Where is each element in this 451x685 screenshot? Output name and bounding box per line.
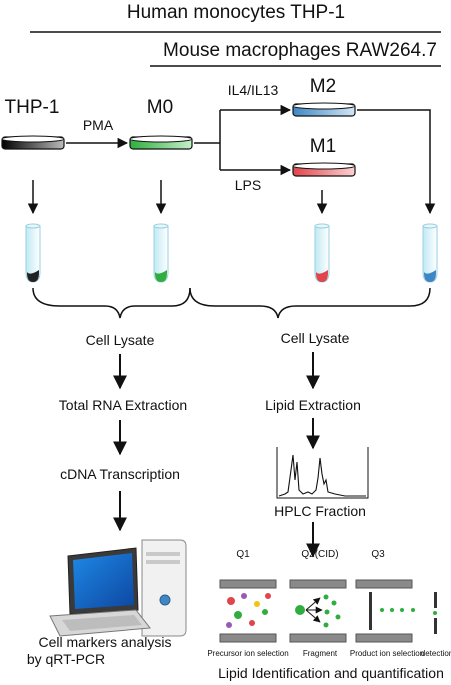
cdna-label: cDNA Transcription	[60, 466, 180, 482]
m0-label: M0	[147, 97, 173, 118]
q1-label: Q1	[236, 549, 250, 560]
brace-right	[189, 287, 431, 319]
header-human: Human monocytes THP-1	[127, 2, 345, 23]
fragment-label: Fragment	[303, 649, 338, 658]
m2-label: M2	[310, 76, 336, 97]
q3-label: Q3	[371, 549, 385, 560]
header-mouse: Mouse macrophages RAW264.7	[163, 40, 437, 61]
ms-ions	[226, 593, 437, 628]
m1-dish	[292, 162, 356, 177]
tube-thp1	[25, 223, 41, 283]
pma-label: PMA	[83, 117, 114, 133]
m0-dish	[129, 135, 193, 150]
m2-dish	[292, 102, 356, 117]
tube-m1	[314, 223, 330, 283]
hplc-chromatogram	[276, 447, 369, 499]
hplc-label: HPLC Fraction	[274, 503, 366, 519]
il4-il13-label: IL4/IL13	[228, 82, 279, 98]
m1-label: M1	[310, 136, 336, 157]
arrow-m2-tube	[357, 109, 436, 215]
thp1-label: THP-1	[5, 97, 60, 118]
markers-line2: by qRT-PCR	[27, 651, 105, 667]
markers-line1: Cell markers analysis	[38, 634, 171, 650]
precursor-label: Precursor ion selection	[207, 649, 288, 658]
branch-lines	[194, 110, 221, 170]
brace-left	[32, 287, 191, 319]
q2-label: Q2(CID)	[301, 549, 338, 560]
thp1-dish	[1, 135, 65, 150]
rna-extraction-label: Total RNA Extraction	[59, 397, 187, 413]
tube-m0	[153, 223, 169, 283]
lipid-extraction-label: Lipid Extraction	[265, 397, 361, 413]
detection-label: detection	[421, 649, 451, 658]
product-label: Product ion selection	[350, 649, 424, 658]
tube-m2	[422, 223, 438, 283]
right-lysate-label: Cell Lysate	[281, 330, 350, 346]
left-lysate-label: Cell Lysate	[86, 332, 155, 348]
lipid-identification-label: Lipid Identification and quantification	[218, 665, 444, 681]
ms-quadrupoles	[219, 579, 437, 643]
lps-label: LPS	[235, 177, 261, 193]
computer-icon	[49, 539, 187, 637]
